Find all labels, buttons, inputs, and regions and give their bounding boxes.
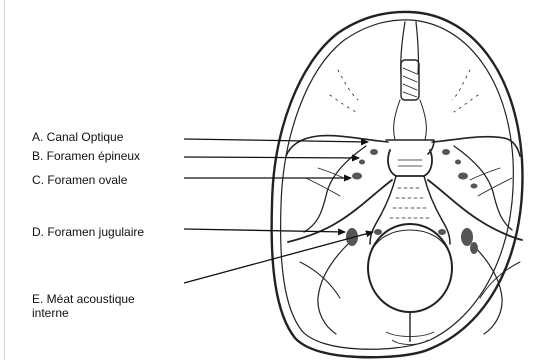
foramen-spinosum-left (359, 160, 365, 165)
clivus-hatching (390, 188, 430, 218)
arrow-canal-optique (184, 139, 368, 142)
cribriform-plate-left (394, 100, 400, 140)
sella-turcica (388, 150, 432, 176)
tuberculum-sellae (386, 140, 434, 154)
middle-fossa-right (454, 146, 512, 230)
arrow-foramen-epineux (184, 157, 359, 158)
foramen-spinosum-right (455, 160, 461, 165)
foramen-ovale-left (352, 173, 362, 180)
sigmoid-sulcus-right (472, 244, 502, 334)
foramen-ovale-right (458, 173, 468, 180)
optic-canal-right (442, 149, 450, 155)
arrow-meat-acoustique (184, 232, 373, 283)
internal-acoustic-meatus-left (374, 229, 382, 235)
pointer-lines (184, 139, 373, 283)
posterior-fossa-ridge-left (300, 262, 340, 298)
cribriform-plate-right (420, 100, 426, 140)
orbital-roof-marks-left (330, 70, 358, 112)
crista-galli-hatch (403, 68, 417, 97)
frontal-crest-right (416, 22, 418, 74)
frontal-region (330, 22, 478, 140)
optic-canal-left (370, 149, 378, 155)
crista-galli (401, 60, 419, 100)
jugular-foramen-right (461, 228, 473, 246)
sphenoid-texture-right (470, 168, 512, 196)
foramen-rotundum-right (471, 184, 478, 189)
jugular-foramen-right-lower (470, 242, 478, 254)
middle-fossa-left (304, 146, 366, 232)
internal-acoustic-meatus-right (438, 229, 446, 235)
foramen-magnum (368, 224, 452, 312)
dorsum-sellae-hatch (398, 160, 422, 166)
sphenoid-region (286, 136, 520, 232)
sigmoid-sulcus-left (318, 244, 348, 334)
orbital-roof-marks-right (452, 70, 478, 112)
foramina (346, 149, 478, 345)
